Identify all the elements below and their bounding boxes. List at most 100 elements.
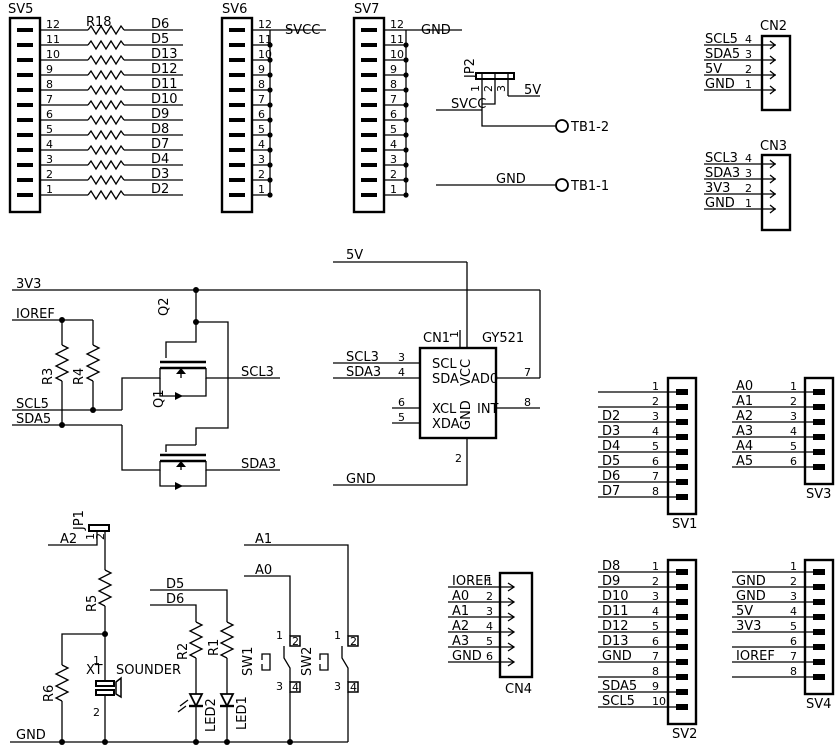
sv6-pin-6-mark (229, 118, 245, 122)
sv3-row-2-net: A1 (736, 394, 753, 409)
sv2-row-7-net: GND (602, 649, 632, 664)
gy521-pin5-num: 5 (398, 411, 405, 424)
sv4-row-4-net: 5V (736, 604, 753, 619)
r4-label: R4 (72, 368, 87, 385)
sv5-row-9-resistor (87, 69, 125, 81)
net-scl3-left-label: SCL3 (241, 365, 274, 380)
sv4-row-3-mark (813, 599, 825, 605)
sv6-pin-11-num: 11 (258, 33, 272, 46)
sv1-row-4-net: D3 (602, 424, 620, 439)
jp1-label: JP1 (72, 510, 87, 531)
sv2-row-9-net: SDA5 (602, 679, 637, 694)
cn3-row-2-num: 2 (745, 182, 752, 195)
led1-gnd-junction (224, 739, 230, 745)
sv2-row-6-mark (676, 644, 688, 650)
sv4-row-4-num: 4 (790, 605, 797, 618)
sv2-row-10-net: SCL5 (602, 694, 635, 709)
sw2-pin4-num: 4 (350, 681, 357, 694)
cn3-row-3-label: SDA3 (705, 166, 740, 181)
sv3-row-1-num: 1 (790, 380, 797, 393)
cn4-row-4-contact (507, 627, 516, 637)
jp1-pin2-num: 2 (94, 533, 107, 540)
jp2-group: JP2 1 2 3 5V SVCC TB1-2 GND TB1-1 (436, 58, 609, 194)
cn4-row-2-net: A0 (452, 589, 469, 604)
net-sda5-label: SDA5 (16, 412, 51, 427)
cn2-row-4-label: SCL5 (705, 32, 738, 47)
sv2-row-8-num: 8 (652, 665, 659, 678)
cn3-row-4-num: 4 (745, 152, 752, 165)
sv5-row-1-net-label: D2 (151, 182, 169, 197)
sv2-row-2-num: 2 (652, 575, 659, 588)
sv5-row-2-net-label: D3 (151, 167, 169, 182)
sw1-pin3-num: 3 (276, 680, 283, 693)
sv2-name: SV2 (672, 727, 697, 742)
sv2-row-10-mark (676, 704, 688, 710)
gy521-name: GY521 (482, 331, 524, 346)
sv3-row-2-mark (813, 404, 825, 410)
r2-label: R2 (176, 643, 191, 660)
cn2-row-2-contact (769, 70, 777, 80)
sv2-row-10-num: 10 (652, 695, 666, 708)
sv1-row-3-num: 3 (652, 410, 659, 423)
cn2-row-1-label: GND (705, 77, 735, 92)
sv3-row-4-net: A3 (736, 424, 753, 439)
sv6-pin-7-num: 7 (258, 93, 265, 106)
sv7-pin-4-num: 4 (390, 138, 397, 151)
sv4-row-8-num: 8 (790, 665, 797, 678)
sv5-row-11-resistor (87, 39, 125, 51)
sv3-row-4-num: 4 (790, 425, 797, 438)
sv2-row-3-mark (676, 599, 688, 605)
sv1-row-3-mark (676, 419, 688, 425)
cn2-row-4-contact (769, 40, 777, 50)
sv6-pin-9-mark (229, 73, 245, 77)
sv7-pin-7-num: 7 (390, 93, 397, 106)
sv1-row-7-num: 7 (652, 470, 659, 483)
sw2-pin4-box (347, 681, 359, 693)
sv4-row-3-num: 3 (790, 590, 797, 603)
a1-label: A1 (255, 532, 272, 547)
sv1-row-2-num: 2 (652, 395, 659, 408)
sv7-pin-1-num: 1 (390, 183, 397, 196)
level-shifter-group: 3V3 IOREF R3 R4 SCL5 SDA5 Q2 SCL3 (12, 277, 541, 490)
sv1-row-8-net: D7 (602, 484, 620, 499)
sv7-pin-11-num: 11 (390, 33, 404, 46)
tb1-2-label: TB1-2 (570, 120, 609, 135)
sv5-pin-3-num: 3 (46, 153, 53, 166)
sv6-pin-12-mark (229, 28, 245, 32)
sv6-pin-1-mark (229, 193, 245, 197)
sv6-pin-10-num: 10 (258, 48, 272, 61)
cn4-row-5-net: A3 (452, 634, 469, 649)
sv4-row-1-mark (813, 569, 825, 575)
sv3-name: SV3 (806, 487, 831, 502)
jp1-pin1-num: 1 (84, 533, 97, 540)
cn4-row-6-net: GND (452, 649, 482, 664)
d6-label: D6 (166, 592, 184, 607)
sv2-row-1-net: D8 (602, 559, 620, 574)
sv4-row-8-mark (813, 674, 825, 680)
gy521-inner-xda: XDA (432, 417, 460, 432)
sv3-row-6-num: 6 (790, 455, 797, 468)
sw1-actuator (261, 653, 271, 671)
sv3-row-6-mark (813, 464, 825, 470)
cn2-name: CN2 (760, 19, 787, 34)
sv6-pin-4-num: 4 (258, 138, 265, 151)
sv7-pin-9-mark (361, 73, 377, 77)
sv5-row-12-resistor (87, 24, 125, 36)
xt-pin1-num: 1 (93, 654, 100, 667)
sv3-row-3-num: 3 (790, 410, 797, 423)
sv2-row-4-num: 4 (652, 605, 659, 618)
sv4-row-5-net: 3V3 (736, 619, 761, 634)
sw1-pin1-num: 1 (276, 629, 283, 642)
cn3-body (760, 153, 792, 232)
led2-label: LED2 (204, 698, 219, 732)
sv3-row-3-mark (813, 419, 825, 425)
sv7-pin-11-mark (361, 43, 377, 47)
cn3-row-2-contact (769, 189, 777, 199)
